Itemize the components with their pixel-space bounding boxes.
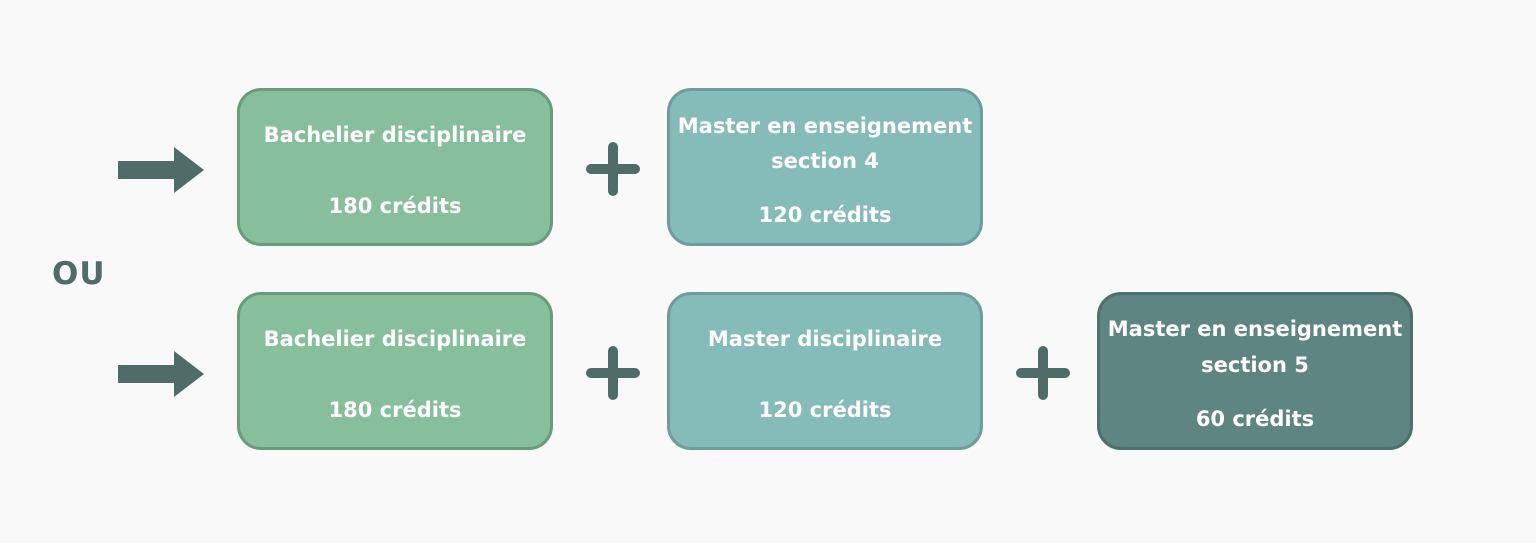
box-title-line2: section 5 <box>1201 353 1309 377</box>
box-credits: 60 crédits <box>1195 407 1315 431</box>
box-credits: 120 crédits <box>758 398 892 422</box>
plus-icon <box>586 142 640 196</box>
plus-icon <box>586 346 640 400</box>
bachelier-box: Bachelier disciplinaire 180 crédits <box>237 292 553 450</box>
bachelier-box: Bachelier disciplinaire 180 crédits <box>237 88 553 246</box>
box-title: Master disciplinaire <box>707 327 943 351</box>
plus-icon <box>1016 346 1070 400</box>
box-credits: 120 crédits <box>758 203 892 227</box>
arrow-right-icon <box>118 147 204 193</box>
box-title: Bachelier disciplinaire <box>263 123 527 147</box>
master-disciplinaire-box: Master disciplinaire 120 crédits <box>667 292 983 450</box>
ou-separator: OU <box>52 256 106 292</box>
master-enseignement-section5-box: Master en enseignement section 5 60 créd… <box>1097 292 1413 450</box>
box-title-line1: Master en enseignement <box>1107 317 1403 341</box>
box-title-line1: Master en enseignement <box>677 114 973 138</box>
box-title-line2: section 4 <box>771 149 879 173</box>
box-credits: 180 crédits <box>328 398 462 422</box>
box-title: Bachelier disciplinaire <box>263 327 527 351</box>
box-credits: 180 crédits <box>328 194 462 218</box>
master-enseignement-section4-box: Master en enseignement section 4 120 cré… <box>667 88 983 246</box>
arrow-right-icon <box>118 351 204 397</box>
